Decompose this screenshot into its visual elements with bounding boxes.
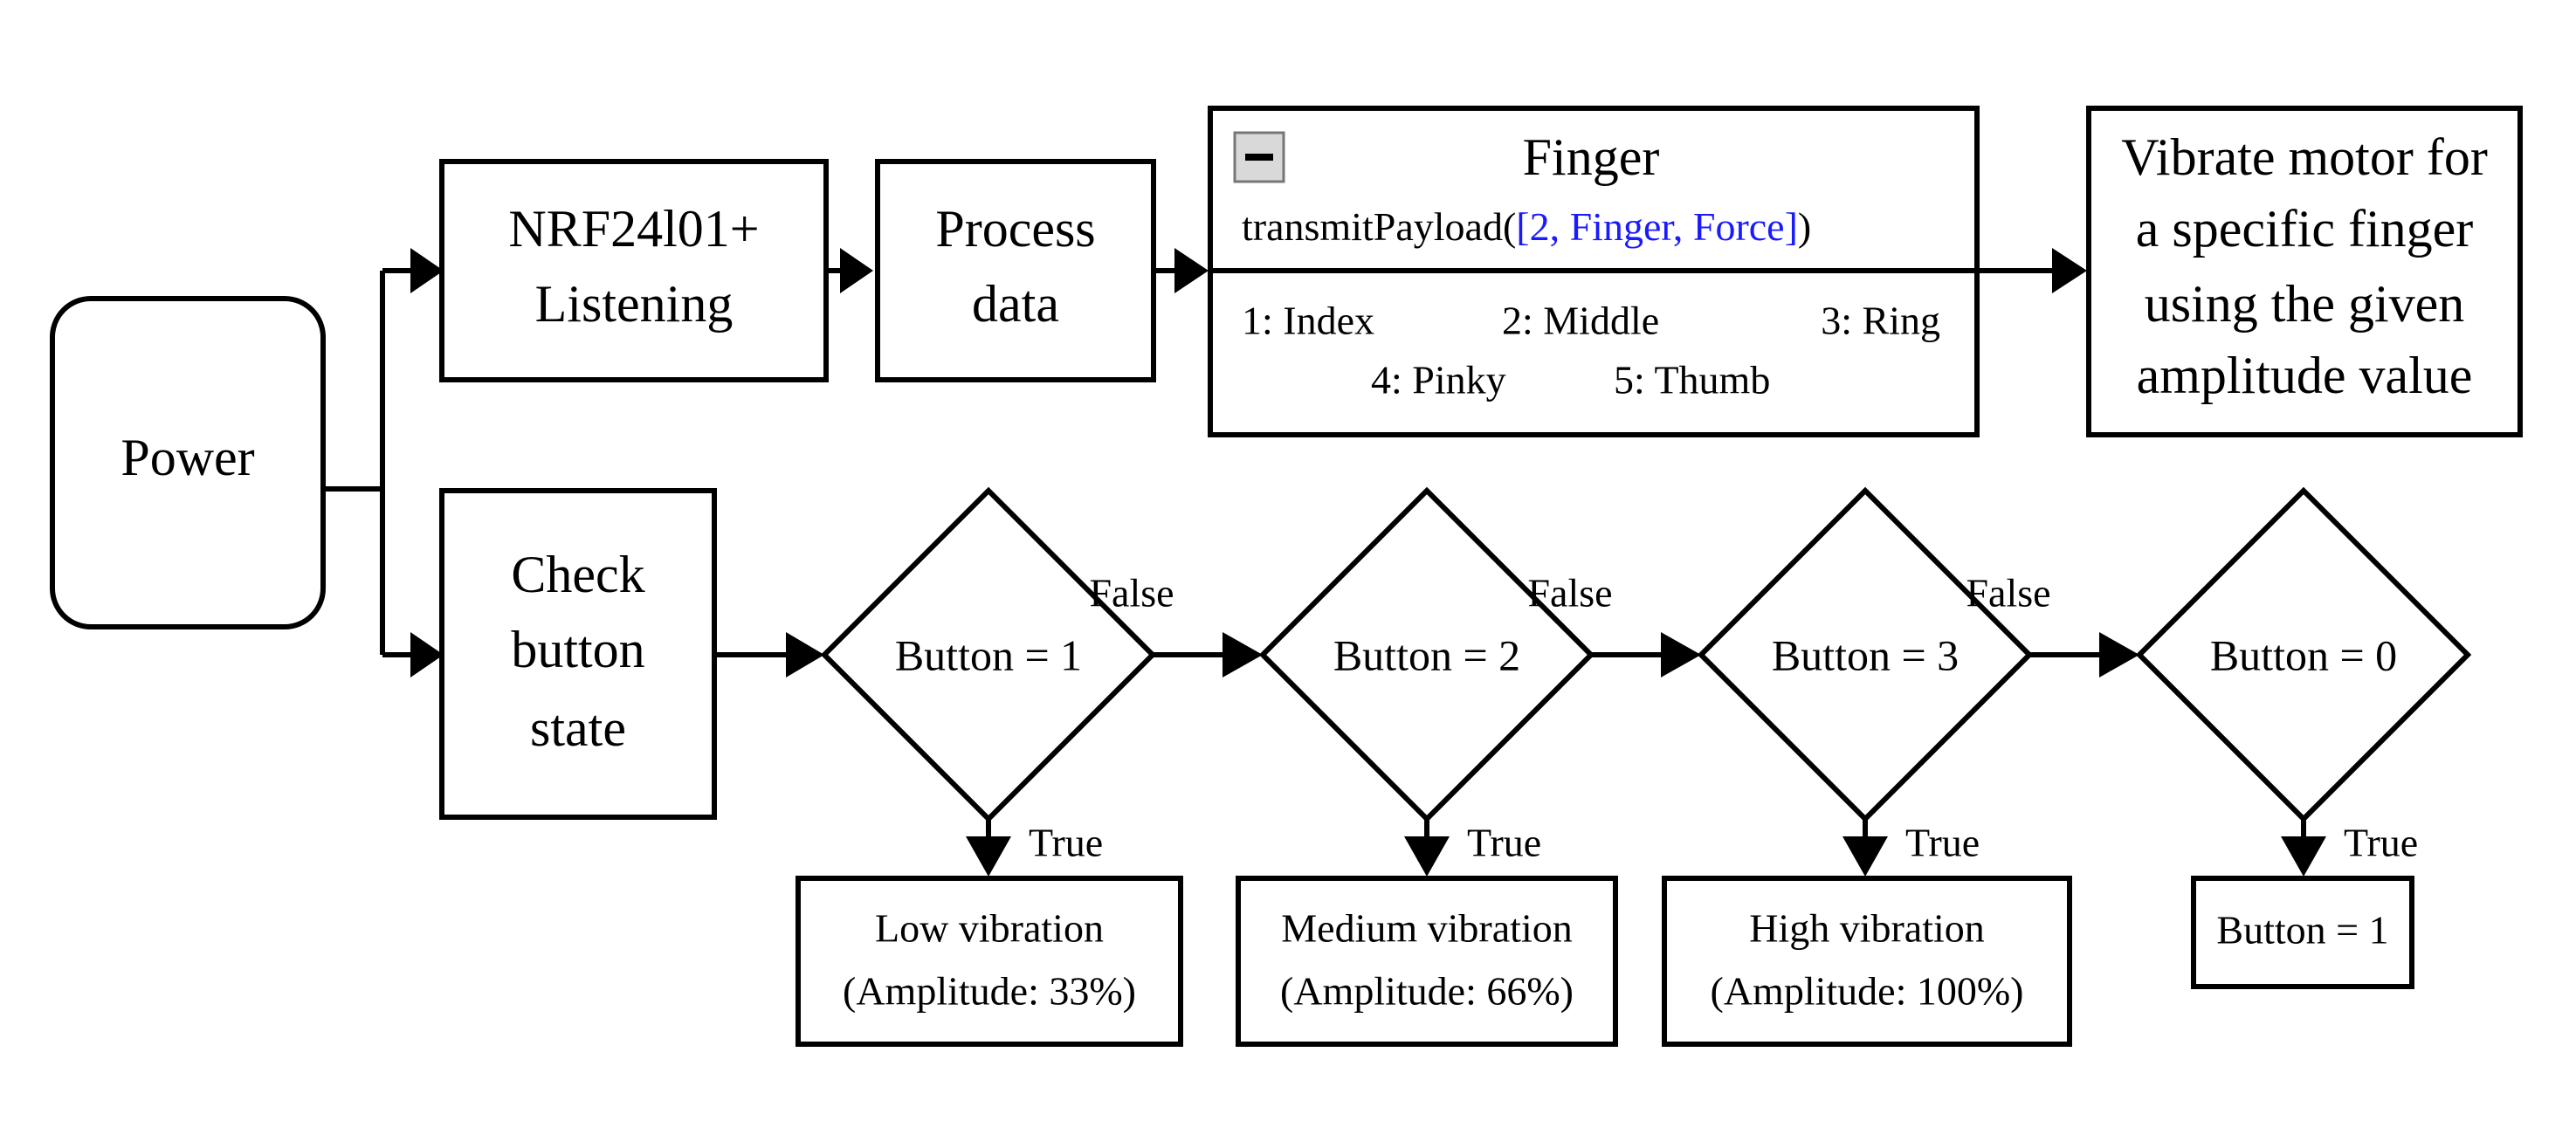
process-label-line2: data xyxy=(972,275,1059,333)
decision-label: Button = 1 xyxy=(895,630,1082,679)
finger-code-prefix: transmitPayload( xyxy=(1242,204,1516,249)
decision-label: Button = 2 xyxy=(1333,630,1520,679)
finger-title: Finger xyxy=(1523,128,1660,186)
check-button-state-node: Check button state xyxy=(439,488,717,820)
arrowhead-to-process xyxy=(840,248,873,293)
result-set-button-1: Button = 1 xyxy=(2191,876,2414,989)
finger-option-middle: 2: Middle xyxy=(1502,299,1659,343)
arrowhead-to-d2 xyxy=(1223,632,1263,677)
false-label: False xyxy=(1089,571,1174,616)
arrowhead-to-finger xyxy=(1174,248,1209,293)
arrowhead-to-result3 xyxy=(1842,836,1888,877)
vibrate-motor-node: Vibrate motor for a specific finger usin… xyxy=(2086,106,2523,437)
result-line2: (Amplitude: 33%) xyxy=(843,969,1136,1014)
arrowhead-to-d4 xyxy=(2099,632,2139,677)
arrowhead-to-result4 xyxy=(2281,836,2326,877)
nrf-label-line1: NRF24l01+ xyxy=(508,200,759,258)
decision-label: Button = 0 xyxy=(2210,630,2397,679)
arrowhead-to-result1 xyxy=(966,836,1011,877)
false-label: False xyxy=(1527,571,1612,616)
result-line1: Low vibration xyxy=(875,906,1104,951)
result-low-vibration: Low vibration (Amplitude: 33%) xyxy=(796,876,1183,1047)
decision-button-1: Button = 1 False True xyxy=(820,486,1174,865)
finger-code: transmitPayload([2, Finger, Force]) xyxy=(1242,204,1811,249)
result-line2: (Amplitude: 66%) xyxy=(1280,969,1574,1014)
vibrate-label-line1: Vibrate motor for xyxy=(2121,128,2488,186)
finger-option-pinky: 4: Pinky xyxy=(1371,358,1506,402)
power-label: Power xyxy=(121,429,254,486)
arrowhead-to-nrf xyxy=(410,248,444,293)
process-data-node: Process data xyxy=(875,159,1156,382)
decision-button-0: Button = 0 True xyxy=(2135,486,2472,865)
finger-option-thumb: 5: Thumb xyxy=(1614,358,1770,402)
result-line1: High vibration xyxy=(1749,906,1985,951)
decision-button-2: Button = 2 False True xyxy=(1258,486,1613,865)
true-label: True xyxy=(2344,821,2418,865)
vibrate-label-line3: using the given xyxy=(2145,275,2465,333)
result-line1: Button = 1 xyxy=(2216,908,2388,953)
result-high-vibration: High vibration (Amplitude: 100%) xyxy=(1662,876,2072,1047)
true-label: True xyxy=(1029,821,1103,865)
finger-code-args: [2, Finger, Force] xyxy=(1516,204,1798,249)
arrowhead-to-d3 xyxy=(1661,632,1701,677)
arrowhead-to-vibrate xyxy=(2052,248,2087,293)
finger-option-ring: 3: Ring xyxy=(1821,299,1940,343)
false-label: False xyxy=(1966,571,2050,616)
result-medium-vibration: Medium vibration (Amplitude: 66%) xyxy=(1236,876,1618,1047)
finger-node: Finger transmitPayload([2, Finger, Force… xyxy=(1208,106,1980,437)
decision-button-3: Button = 3 False True xyxy=(1697,486,2051,865)
true-label: True xyxy=(1467,821,1541,865)
power-node: Power xyxy=(50,296,326,629)
finger-option-index: 1: Index xyxy=(1242,299,1374,343)
vibrate-label-line4: amplitude value xyxy=(2137,347,2473,404)
result-line1: Medium vibration xyxy=(1281,906,1572,951)
process-label-line1: Process xyxy=(935,200,1095,258)
arrowhead-to-result2 xyxy=(1404,836,1450,877)
nrf-label-line2: Listening xyxy=(535,275,734,333)
arrowhead-to-check xyxy=(410,632,444,677)
arrowhead-to-d1 xyxy=(786,632,824,677)
check-label-line3: state xyxy=(530,699,626,757)
result-line2: (Amplitude: 100%) xyxy=(1711,969,2024,1014)
true-label: True xyxy=(1905,821,1980,865)
nrf-listening-node: NRF24l01+ Listening xyxy=(439,159,829,382)
vibrate-label-line2: a specific finger xyxy=(2136,200,2473,258)
decision-label: Button = 3 xyxy=(1772,630,1959,679)
finger-code-suffix: ) xyxy=(1798,204,1811,249)
check-label-line1: Check xyxy=(511,546,644,603)
minus-square-icon[interactable] xyxy=(1233,131,1285,183)
check-label-line2: button xyxy=(511,621,644,678)
